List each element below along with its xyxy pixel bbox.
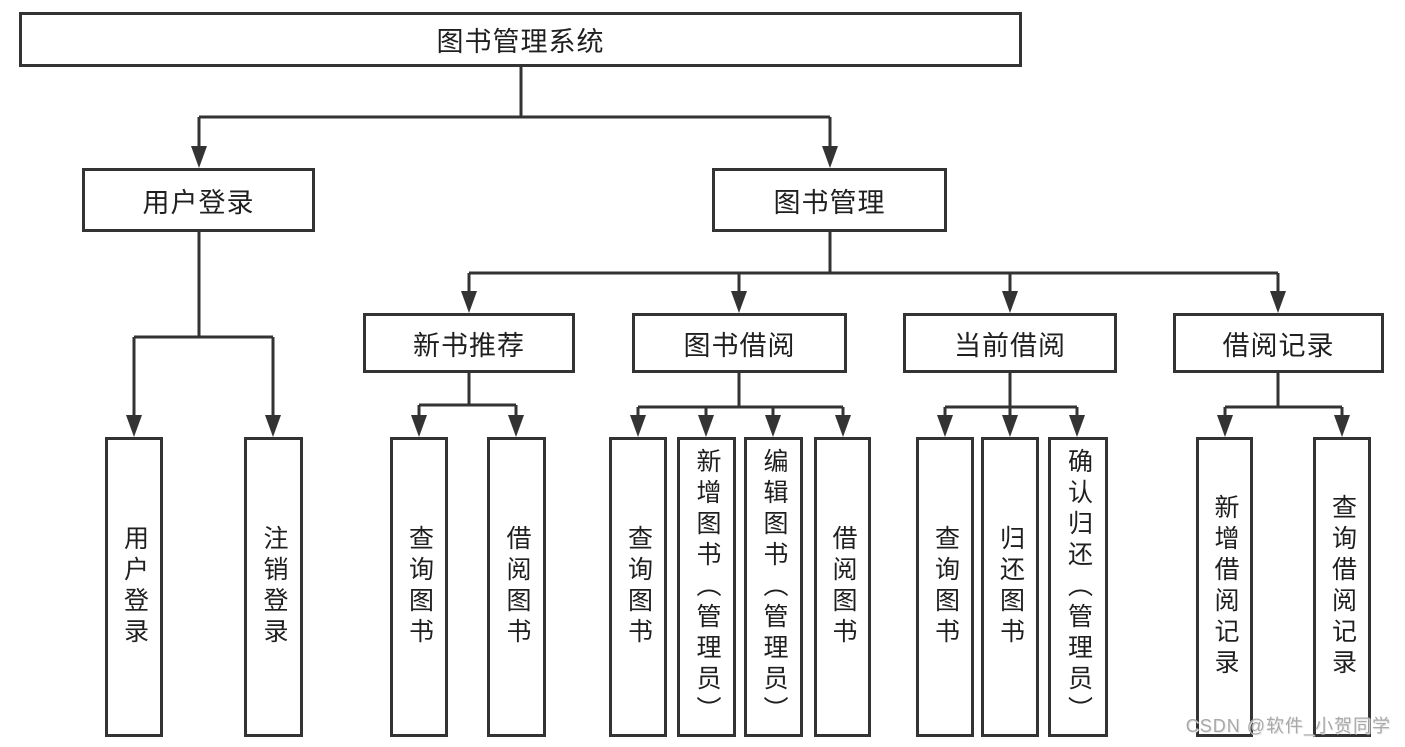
leaf-confirm-return-admin-label: 确认归还（管理员） <box>1064 447 1093 727</box>
leaf-query-books-current-label: 查询图书 <box>931 525 960 649</box>
leaf-confirm-return-admin: 确认归还（管理员） <box>1048 437 1108 737</box>
leaf-logout-label: 注销登录 <box>260 525 288 649</box>
node-user-login: 用户登录 <box>82 168 315 232</box>
leaf-query-borrow-record-label: 查询借阅记录 <box>1328 494 1357 680</box>
leaf-edit-book-admin: 编辑图书（管理员） <box>744 437 803 737</box>
leaf-borrow-books-label: 借阅图书 <box>829 525 857 649</box>
leaf-edit-book-admin-label: 编辑图书（管理员） <box>760 447 788 727</box>
node-book-borrow: 图书借阅 <box>632 313 847 373</box>
node-book-management: 图书管理 <box>712 168 947 232</box>
leaf-query-books-recommend: 查询图书 <box>390 437 448 737</box>
node-new-book-recommend: 新书推荐 <box>363 313 575 373</box>
leaf-query-books-recommend-label: 查询图书 <box>405 525 434 649</box>
leaf-add-borrow-record-label: 新增借阅记录 <box>1211 494 1239 680</box>
node-root: 图书管理系统 <box>19 12 1022 67</box>
leaf-query-books-borrow: 查询图书 <box>609 437 667 737</box>
leaf-user-login-label: 用户登录 <box>120 525 149 649</box>
leaf-query-books-borrow-label: 查询图书 <box>624 525 653 649</box>
leaf-logout: 注销登录 <box>244 437 303 737</box>
leaf-borrow-books-recommend-label: 借阅图书 <box>503 525 531 649</box>
leaf-borrow-books-recommend: 借阅图书 <box>487 437 546 737</box>
node-current-borrow: 当前借阅 <box>903 313 1117 373</box>
leaf-query-books-current: 查询图书 <box>916 437 974 737</box>
leaf-return-book: 归还图书 <box>981 437 1039 737</box>
leaf-query-borrow-record: 查询借阅记录 <box>1313 437 1371 737</box>
leaf-borrow-books: 借阅图书 <box>814 437 871 737</box>
leaf-return-book-label: 归还图书 <box>996 525 1025 649</box>
leaf-user-login: 用户登录 <box>105 437 163 737</box>
leaf-add-borrow-record: 新增借阅记录 <box>1196 437 1253 737</box>
leaf-add-book-admin: 新增图书（管理员） <box>677 437 736 737</box>
node-borrow-records: 借阅记录 <box>1173 313 1384 373</box>
leaf-add-book-admin-label: 新增图书（管理员） <box>693 447 721 727</box>
watermark: CSDN @软件_小贺同学 <box>1185 716 1391 736</box>
